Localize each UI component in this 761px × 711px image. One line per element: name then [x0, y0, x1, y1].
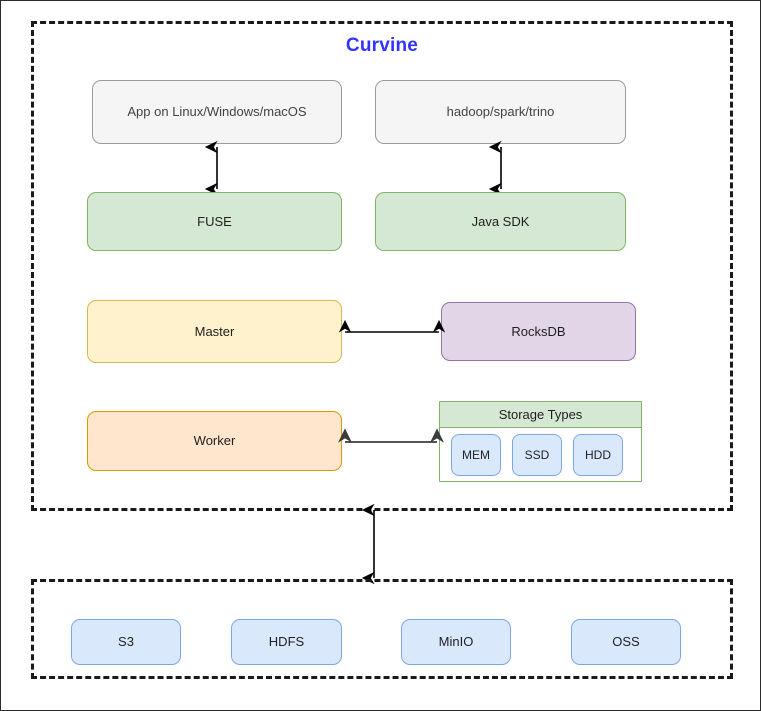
group-storage-types: Storage Types MEM SSD HDD	[439, 401, 642, 482]
node-fuse[interactable]: FUSE	[87, 192, 342, 251]
node-app-clients[interactable]: App on Linux/Windows/macOS	[92, 80, 342, 144]
storage-backend-s3[interactable]: S3	[71, 619, 181, 665]
region-curvine	[31, 21, 733, 511]
storage-backend-minio[interactable]: MinIO	[401, 619, 511, 665]
node-compute-engines[interactable]: hadoop/spark/trino	[375, 80, 626, 144]
storage-tier-mem[interactable]: MEM	[451, 434, 501, 476]
node-worker[interactable]: Worker	[87, 411, 342, 471]
storage-backend-hdfs[interactable]: HDFS	[231, 619, 342, 665]
node-rocksdb[interactable]: RocksDB	[441, 302, 636, 361]
storage-backend-oss[interactable]: OSS	[571, 619, 681, 665]
node-master[interactable]: Master	[87, 300, 342, 363]
storage-tier-ssd[interactable]: SSD	[512, 434, 562, 476]
connector-curvine-to-underlying-storage	[361, 503, 375, 585]
storage-tier-list: MEM SSD HDD	[440, 428, 641, 481]
storage-tier-hdd[interactable]: HDD	[573, 434, 623, 476]
diagram-title: Curvine	[345, 35, 419, 56]
node-java-sdk[interactable]: Java SDK	[375, 192, 626, 251]
storage-types-label: Storage Types	[440, 402, 641, 428]
region-underlying-storage	[31, 579, 733, 679]
